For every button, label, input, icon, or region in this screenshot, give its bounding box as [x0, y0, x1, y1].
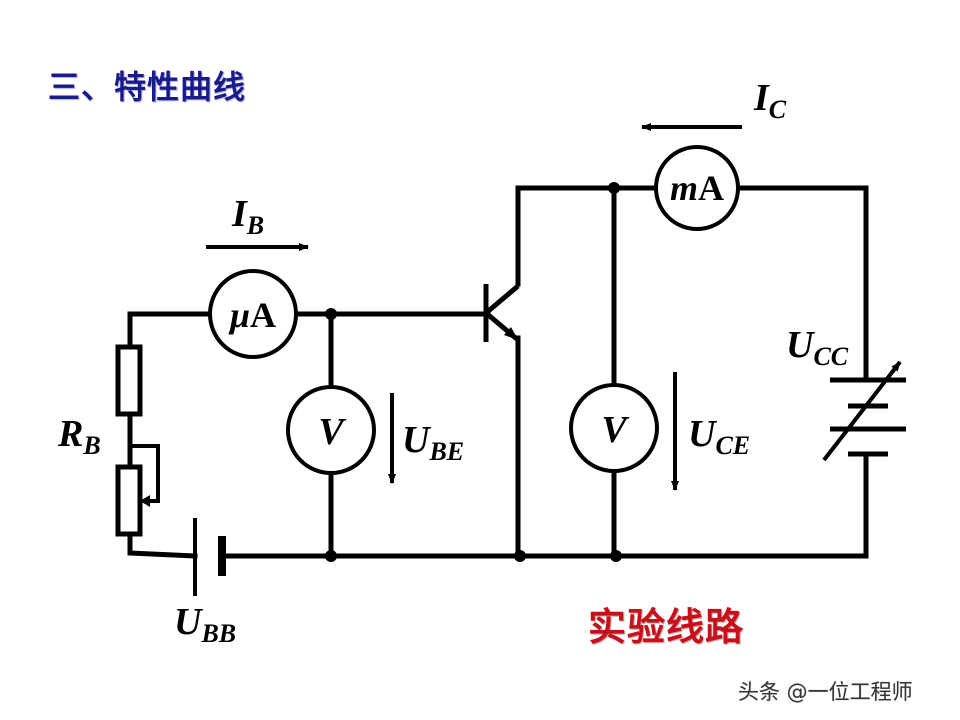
wire-ucc-top	[733, 185, 869, 383]
wire-rb-bottom	[127, 531, 198, 559]
label-ib: IB	[231, 193, 264, 240]
junction-dot	[325, 550, 337, 562]
label-uce: UCE	[688, 413, 750, 460]
junction-dot	[325, 308, 337, 320]
meter-unit: A	[250, 295, 276, 335]
label-ubb: UBB	[174, 601, 236, 648]
section-title: 三、特性曲线	[48, 68, 247, 106]
transistor-collector-lead	[484, 284, 520, 315]
voltmeter-label: V	[318, 411, 346, 453]
wire-collector	[515, 185, 661, 287]
label-rb: RB	[57, 413, 101, 460]
svg-text:μA: μA	[228, 295, 276, 335]
meter-prefix: μ	[228, 295, 250, 335]
potentiometer	[115, 464, 143, 537]
potentiometer-wiper	[128, 444, 160, 503]
base-battery	[193, 518, 226, 596]
junction-dots	[325, 182, 622, 562]
adjustable-arrow-icon	[822, 360, 902, 462]
meter-unit: A	[698, 168, 724, 208]
label-ube: UBE	[402, 419, 464, 466]
voltmeter-be: V	[286, 385, 376, 475]
junction-dot	[608, 182, 620, 194]
microammeter: μA	[208, 269, 298, 359]
label-ucc: UCC	[786, 324, 849, 371]
junction-dot	[514, 550, 526, 562]
voltmeter-label: V	[601, 409, 629, 451]
base-circuit-wires	[127, 311, 523, 559]
fixed-resistor	[115, 344, 143, 417]
wire-rb-top	[127, 311, 213, 350]
collector-circuit-wires	[515, 185, 869, 559]
watermark: 头条 @一位工程师	[738, 680, 913, 704]
milliammeter: mA	[654, 145, 740, 231]
meter-prefix: m	[670, 168, 698, 208]
label-ic: IC	[753, 77, 787, 124]
wiper-arrow-icon	[140, 495, 150, 507]
junction-dot	[610, 550, 622, 562]
svg-text:mA: mA	[670, 168, 724, 208]
emitter-arrow-icon	[504, 327, 518, 340]
circuit-caption: 实验线路	[588, 605, 745, 649]
variable-battery	[822, 360, 906, 462]
voltmeter-ce: V	[569, 383, 659, 473]
